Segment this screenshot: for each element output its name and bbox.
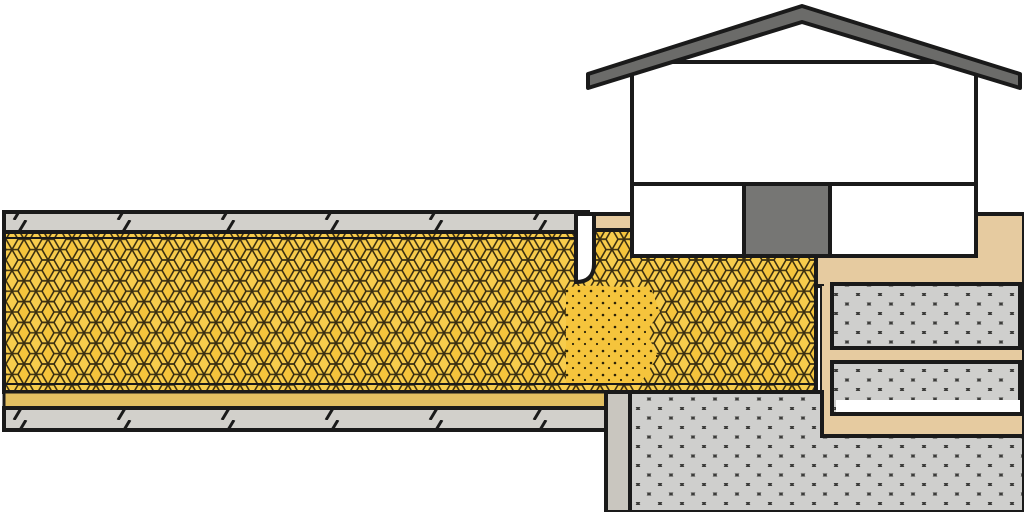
insulated-pipe: [2, 228, 818, 394]
roof: [586, 4, 1022, 90]
drainage-channel: [830, 282, 1022, 416]
pipe-wall-top: [2, 210, 590, 234]
house-icon: [586, 4, 1022, 258]
pipe-wall-bottom: [2, 390, 632, 512]
door: [742, 182, 832, 258]
